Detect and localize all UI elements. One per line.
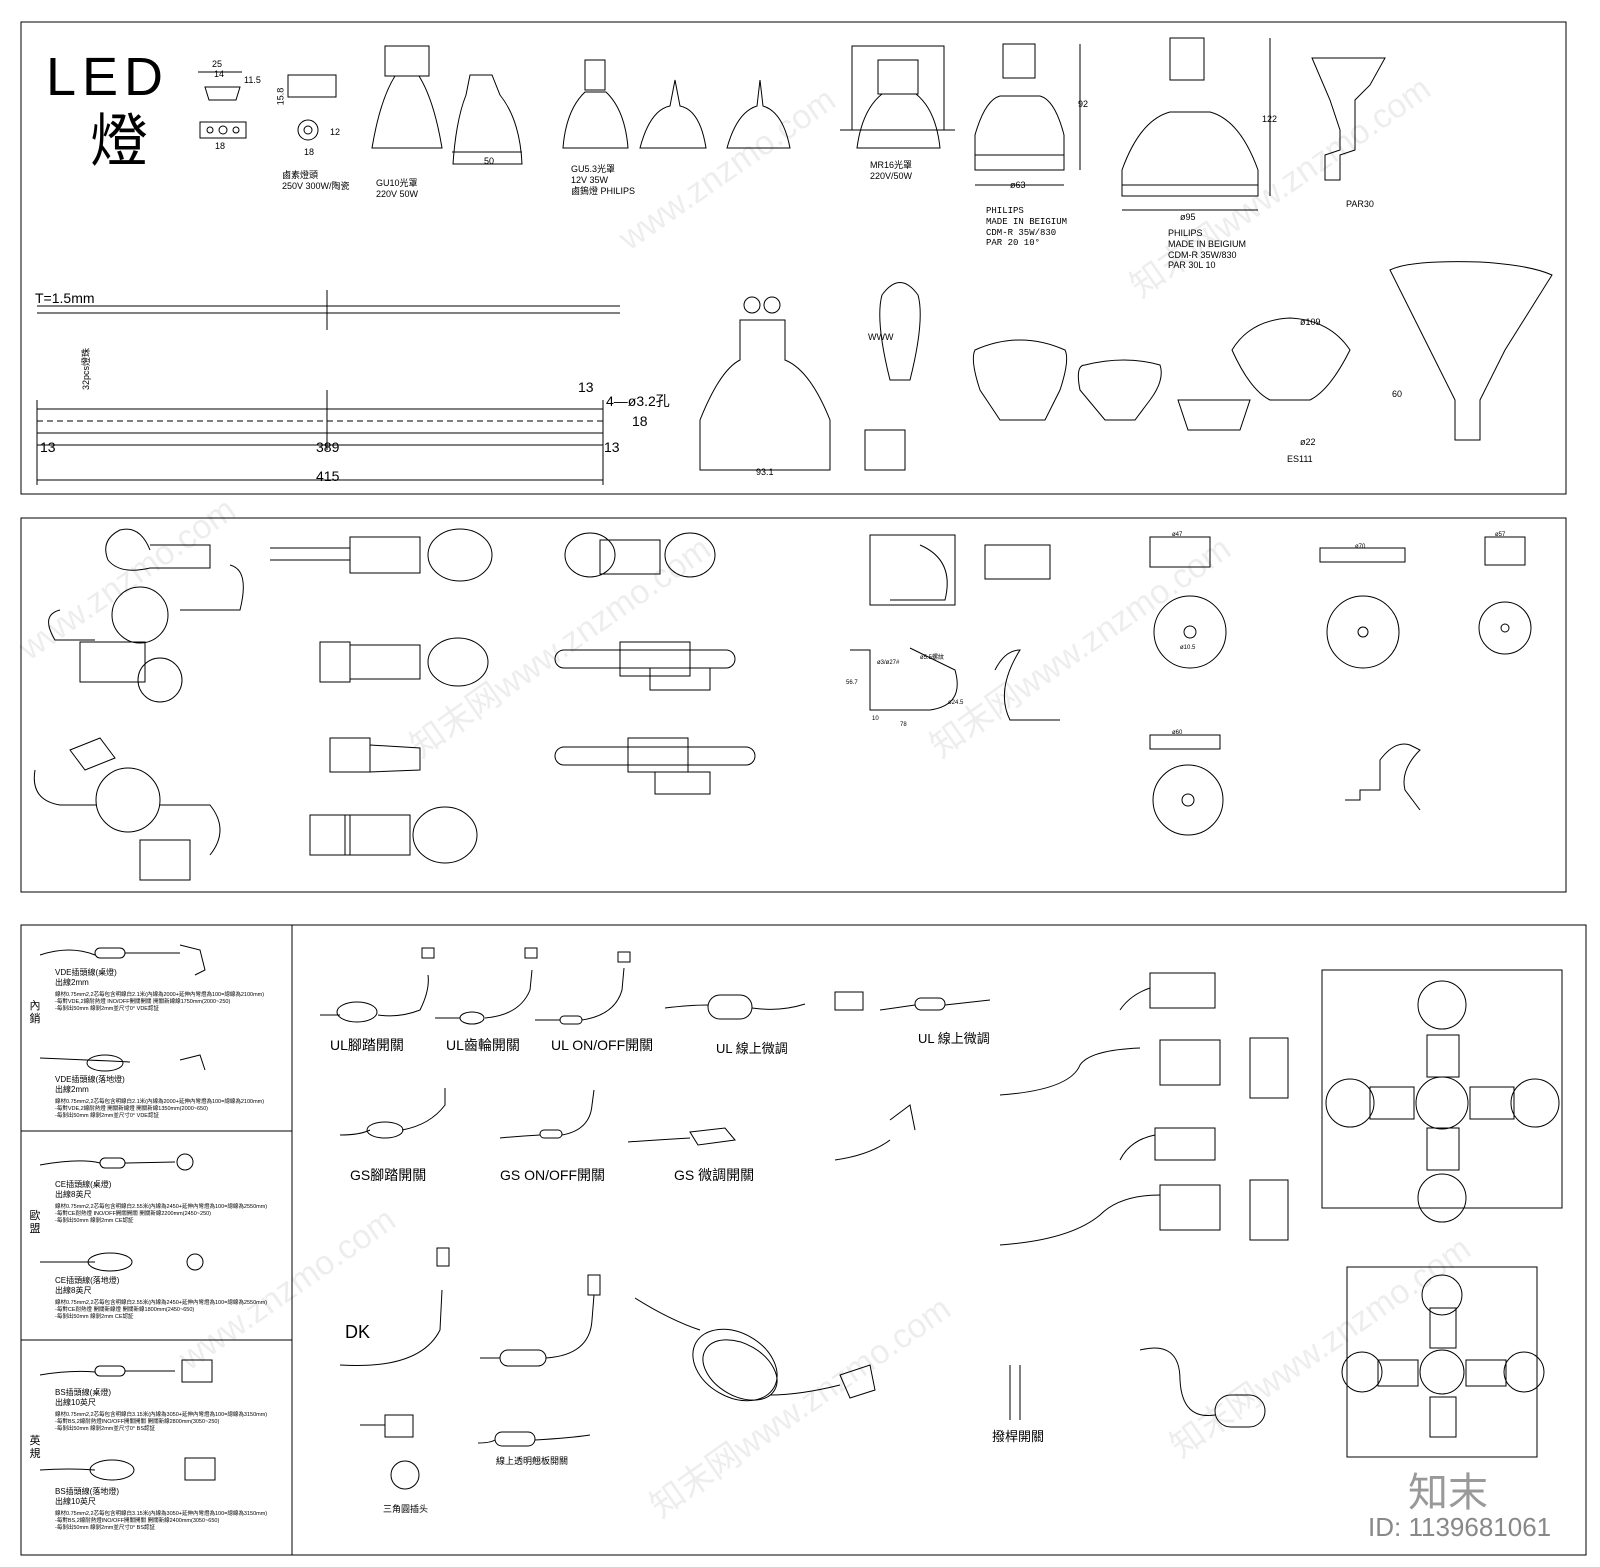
panel-sockets-frame: [20, 517, 1567, 893]
dim-label: 93.1: [756, 467, 774, 477]
brand-logo: 知末: [1408, 1471, 1488, 1515]
dim-label: 50: [484, 156, 495, 166]
strip-thickness: T=1.5mm: [35, 290, 95, 306]
dim-label: ø109: [1300, 317, 1321, 327]
dim-label: 78: [900, 722, 907, 728]
lamp-char-title: 燈: [90, 107, 149, 175]
strip-dim-18: 18: [632, 413, 648, 429]
switch-label: GS 微調開關: [674, 1167, 755, 1183]
par30-small-drawing: [1311, 57, 1386, 181]
panel-cords-frame: [20, 924, 1587, 1556]
lamp-label-par30: PAR30: [1346, 199, 1374, 209]
dim-label: 12: [330, 127, 341, 137]
switch-label: GS ON/OFF開關: [500, 1167, 605, 1183]
switch-label: 撥桿開關: [992, 1429, 1045, 1444]
panel-lamps-frame: [20, 21, 1567, 495]
dim-label: 15.8: [275, 87, 286, 106]
dim-label: ø10.5: [1180, 645, 1196, 651]
led-strip-drawing: [36, 290, 620, 485]
mr16-housing-drawing: [840, 45, 955, 149]
dim-label: ø47: [1172, 532, 1183, 538]
switch-label: UL齒輪開關: [446, 1037, 520, 1053]
switch-label: GS腳踏開關: [350, 1167, 427, 1183]
strip-dim-13: 13: [604, 439, 620, 455]
led-title: LED: [46, 47, 170, 107]
switch-label: UL腳踏開關: [330, 1037, 404, 1053]
image-id: ID: 1139681061: [1368, 1512, 1552, 1542]
dim-label: ø60: [1172, 730, 1183, 736]
dim-label: ø70: [1355, 544, 1366, 550]
dim-label: 18: [304, 147, 315, 157]
dim-label: 18: [215, 141, 226, 151]
socket-drawings: [33, 528, 1532, 881]
strip-hole: 4—ø3.2孔: [606, 393, 670, 409]
switch-label: UL 線上微調: [918, 1031, 990, 1046]
strip-dim-389: 389: [316, 439, 340, 455]
cord-item: CE插頭線(落地燈)出線8英尺 線材0.75mm2,2芯每包含明線白2.55米(…: [55, 1276, 268, 1321]
par30-drawing: [1121, 37, 1271, 211]
dim-label: 11.5: [244, 75, 261, 85]
cord-item: VDE插頭線(落地燈)出線2mm 線材0.75mm2,2芯每包含明線白2.1米(…: [55, 1075, 265, 1120]
dim-label: ø3/ø27#: [877, 660, 900, 666]
dim-label: 10: [872, 716, 879, 722]
switch-label: UL 線上微調: [716, 1041, 788, 1056]
strip-count: 32pcs燈珠: [81, 347, 91, 390]
switch-label: UL ON/OFF開關: [551, 1037, 654, 1053]
cord-item: BS插頭線(桌燈)出線10英尺 線材0.75mm2,2芯每包含明線白3.15米(…: [55, 1388, 268, 1433]
cord-item: BS插頭線(落地燈)出線10英尺 線材0.75mm2,2芯每包含明線白3.15米…: [55, 1487, 268, 1532]
dim-label: ø95: [1180, 212, 1196, 222]
dim-label: ø22: [1300, 437, 1316, 447]
dim-label: 14: [214, 69, 225, 79]
gu-base-drawing: [198, 71, 337, 141]
region-label-uk: 英規: [29, 1435, 41, 1461]
cord-item: VDE插頭線(桌燈)出線2mm 線材0.75mm2,2芯每包含明線白2.1米(內…: [55, 968, 265, 1013]
dim-label: ø5.5螺紋: [920, 655, 945, 661]
led-lamp-row-drawing: [699, 261, 1553, 471]
strip-dim-13: 13: [40, 439, 56, 455]
strip-dim-13: 13: [578, 379, 594, 395]
dim-label: ø24.5: [948, 700, 964, 706]
dim-label: 25: [212, 59, 223, 69]
dim-label: 60: [1392, 389, 1403, 399]
lamp-label-es111: ES111: [1287, 454, 1313, 464]
gu53-reflector-drawing: [562, 59, 791, 149]
region-label-eu: 歐盟: [29, 1210, 41, 1236]
switch-label: 三角圓插头: [383, 1504, 429, 1514]
cord-drawings: [39, 944, 1563, 1490]
par20-drawing: [974, 43, 1081, 186]
dim-label: 56.7: [846, 680, 858, 686]
bulb-mark: WWW: [868, 332, 894, 342]
switch-label: 線上透明翹板開關: [496, 1456, 569, 1466]
dim-label: ø63: [1010, 180, 1026, 190]
strip-dim-415: 415: [316, 468, 340, 484]
switch-label: DK: [345, 1322, 371, 1342]
dim-label: 122: [1262, 114, 1278, 124]
cord-item: CE插頭線(桌燈)出線8英尺 線材0.75mm2,2芯每包含明線白2.55米(內…: [55, 1180, 268, 1225]
dim-label: ø57: [1495, 532, 1506, 538]
region-label-domestic: 內銷: [29, 1000, 41, 1026]
gu10-reflector-drawing: [371, 45, 523, 165]
dim-label: 92: [1078, 99, 1089, 109]
